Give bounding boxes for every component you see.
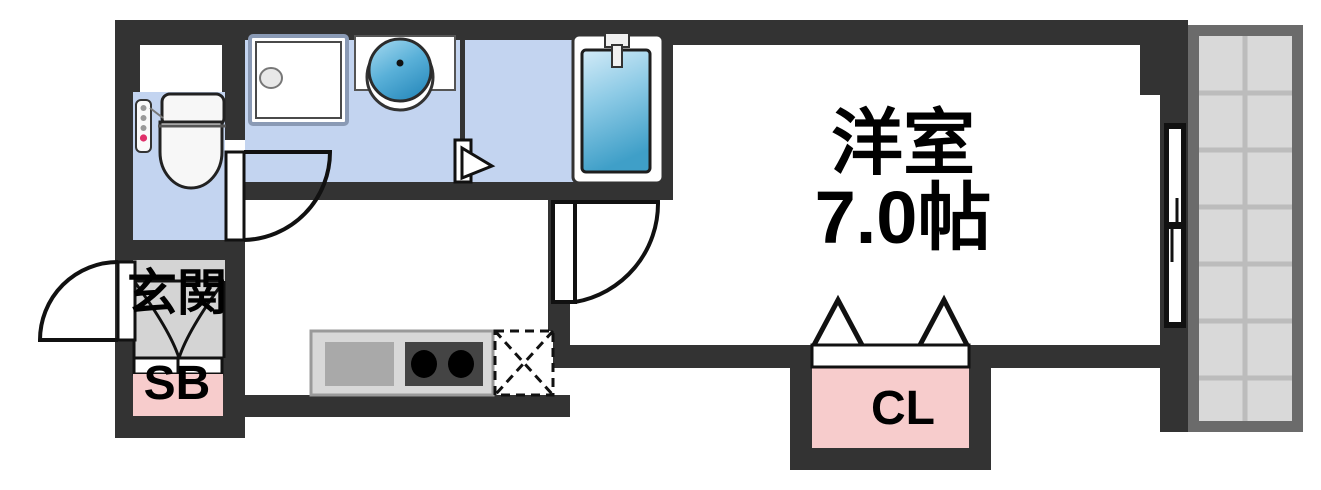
wash-basin (354, 35, 456, 112)
entrance-door-leaf (116, 260, 137, 342)
washing-machine-drain (259, 67, 283, 89)
sliding-glass-door (1164, 123, 1186, 328)
control-dot (140, 125, 147, 131)
balcony (1188, 25, 1303, 432)
closet-bifold-right (917, 294, 970, 347)
washing-machine-space (248, 34, 349, 126)
closet (810, 294, 971, 448)
wall-kitchen-bottom (245, 395, 570, 417)
stove-burner-left (411, 350, 437, 378)
closet-bifold-left (811, 294, 865, 347)
control-connector (149, 107, 164, 119)
bath-door-swing-arc (574, 200, 661, 304)
toilet-door (224, 150, 333, 242)
wall-genkan-bottom (115, 415, 245, 438)
genkan-leaf-left (132, 280, 181, 359)
sliding-door-panel-upper (1167, 127, 1183, 224)
genkan-leaf-right (177, 280, 226, 359)
room-label-closet: CL (871, 382, 935, 435)
bathtub-faucet-spout (611, 44, 623, 68)
wall-toilet-bottom (222, 180, 342, 200)
entrance-door (37, 260, 137, 342)
lavatory-door-arrow (460, 145, 496, 181)
toilet-door-swing-arc (243, 150, 333, 242)
toilet-bowl (158, 120, 224, 190)
sliding-door-panel-lower (1167, 227, 1183, 324)
toilet-door-leaf (224, 150, 246, 242)
kitchen (309, 329, 555, 397)
wash-basin-bowl (367, 37, 433, 103)
toilet-fixture (135, 92, 226, 190)
room-label-washitsu: 洋室 (831, 104, 975, 184)
bathtub (571, 32, 665, 185)
balcony-tile-grid (1199, 36, 1292, 421)
closet-floor (812, 368, 969, 448)
room-size-washitsu: 7.0帖 (815, 176, 992, 259)
wall-room-bottom-right (968, 345, 1188, 368)
wash-basin-drain (396, 59, 404, 67)
bath-door-leaf (551, 200, 577, 304)
genkan-floor (133, 260, 225, 358)
closet-door-track (810, 343, 971, 369)
wall-toilet-right-upper (222, 20, 245, 140)
kitchen-sink (325, 342, 394, 386)
wall-corridor-top (330, 180, 460, 200)
wall-closet-bottom (790, 447, 991, 470)
wall-closet-right (968, 345, 991, 470)
lavatory-door-marker (453, 138, 496, 184)
control-dot (140, 115, 147, 121)
entrance-door-swing-arc (37, 260, 119, 342)
stove-burner-right (448, 350, 474, 378)
refrigerator-space (493, 329, 555, 397)
bathtub-basin (580, 48, 652, 174)
bath-door (551, 200, 661, 304)
shoe-box (133, 374, 223, 416)
room-label-shoebox: SB (144, 357, 211, 410)
wall-corridor-left (222, 238, 245, 418)
room-label-genkan: 玄関 (127, 265, 227, 321)
genkan-area (132, 260, 226, 416)
refrigerator-outline (493, 329, 555, 397)
control-dot (140, 105, 147, 111)
control-dot-active (139, 134, 148, 142)
wall-closet-left (790, 345, 813, 470)
